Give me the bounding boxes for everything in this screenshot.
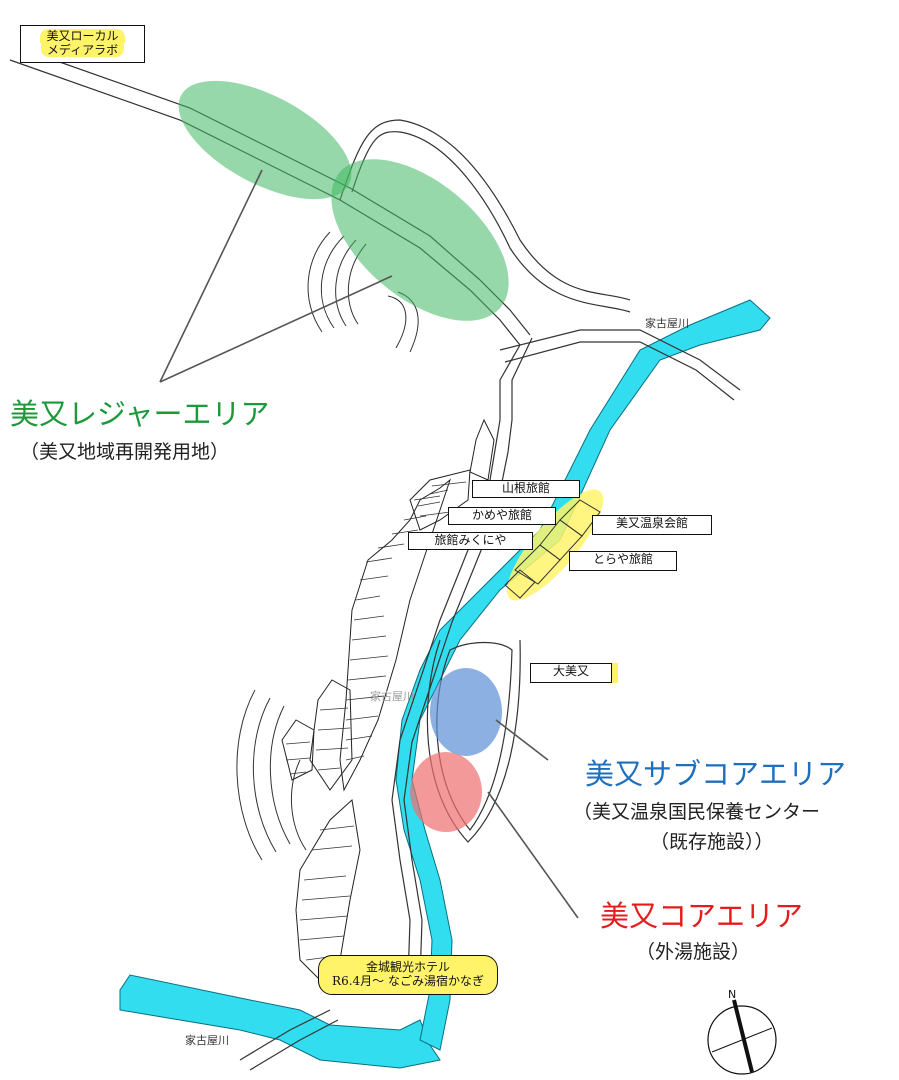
compass-rose — [707, 999, 777, 1075]
label-yamane-ryokan: 山根旅館 — [472, 480, 580, 498]
leisure-area-subtitle: （美又地域再開発用地） — [20, 441, 230, 463]
label-kameya-ryokan: かめや旅館 — [448, 507, 556, 525]
label-toraya-ryokan: とらや旅館 — [569, 551, 677, 571]
subcore-area-subtitle: （美又温泉国民保養センター — [573, 801, 821, 823]
leisure-zone-1 — [178, 80, 352, 200]
compass-north-label: N — [728, 988, 737, 1001]
subcore-area-subtitle-2: （既存施設）） — [650, 831, 774, 853]
river-label-lower: 家古屋川 — [185, 1034, 229, 1047]
leisure-zone-2 — [331, 159, 509, 321]
label-kinjo-hotel: 金城観光ホテル R6.4月～ なごみ湯宿かなぎ — [318, 955, 498, 995]
town-buildings — [504, 499, 601, 599]
leisure-area-title: 美又レジャーエリア — [10, 397, 270, 431]
label-ryokan-mikuniya: 旅館みくにや — [408, 532, 533, 550]
hillside-hatching — [281, 418, 495, 981]
core-area-title: 美又コアエリア — [600, 899, 804, 933]
river-label-upper: 家古屋川 — [645, 317, 689, 330]
label-local-media-lab-line2: メディアラボ — [40, 43, 125, 57]
label-kinjo-hotel-line2: R6.4月～ なごみ湯宿かなぎ — [332, 974, 484, 988]
subcore-area-title: 美又サブコアエリア — [585, 757, 847, 791]
label-omimata: 大美又 — [530, 663, 612, 683]
pointer-lines — [159, 169, 579, 919]
core-zone — [410, 752, 482, 832]
label-onsen-kaikan: 美又温泉会館 — [592, 515, 712, 535]
hatch-fill — [285, 481, 467, 961]
core-area-subtitle: （外湯施設） — [636, 941, 751, 963]
label-kinjo-hotel-line1: 金城観光ホテル — [365, 960, 450, 974]
highlights — [178, 80, 604, 832]
label-local-media-lab-line1: 美又ローカル — [40, 29, 125, 43]
label-local-media-lab: 美又ローカル メディアラボ — [20, 25, 145, 63]
subcore-zone — [430, 668, 502, 756]
river-label-faint: 家古屋川 — [370, 690, 414, 703]
compass-needle — [732, 999, 754, 1073]
onsen-street-highlight — [506, 489, 604, 601]
